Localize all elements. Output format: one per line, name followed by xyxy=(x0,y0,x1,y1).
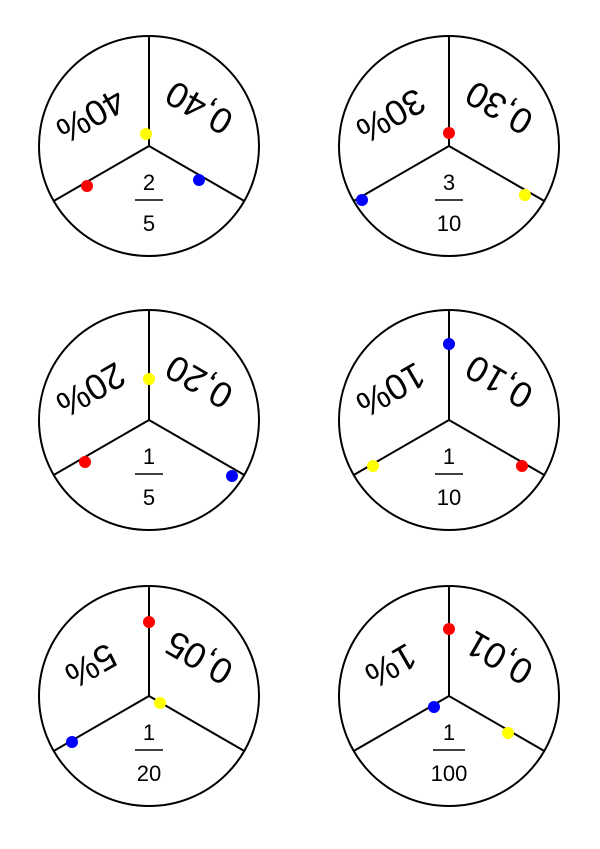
color-dot xyxy=(66,736,78,748)
percent-label: 10% xyxy=(350,354,433,426)
color-dot xyxy=(226,470,238,482)
wheel: 1 20 0,05 5% xyxy=(38,585,260,807)
color-dot xyxy=(193,174,205,186)
divider-line xyxy=(53,419,150,476)
fraction-numerator: 1 xyxy=(143,720,155,745)
fraction-denominator: 20 xyxy=(137,761,161,786)
divider-line xyxy=(353,145,450,202)
color-dot xyxy=(143,373,155,385)
color-dot xyxy=(516,460,528,472)
fraction-denominator: 10 xyxy=(437,485,461,510)
color-dot xyxy=(428,701,440,713)
percent-label: 5% xyxy=(58,635,124,697)
percent-label: 20% xyxy=(50,354,133,426)
color-dot xyxy=(502,727,514,739)
wheel: 1 100 0,01 1% xyxy=(338,585,560,807)
percent-label: 1% xyxy=(358,635,424,697)
divider-line xyxy=(448,695,545,752)
fraction-denominator: 100 xyxy=(431,761,468,786)
color-dot xyxy=(79,456,91,468)
decimal-label: 0,10 xyxy=(458,347,539,418)
fraction-numerator: 1 xyxy=(143,444,155,469)
color-dot xyxy=(443,623,455,635)
fraction-numerator: 3 xyxy=(443,170,455,195)
wheel: 1 10 0,10 10% xyxy=(338,309,560,531)
decimal-label: 0,01 xyxy=(458,623,539,694)
wheel: 3 10 0,30 30% xyxy=(338,35,560,257)
decimal-label: 0,40 xyxy=(158,73,239,144)
color-dot xyxy=(143,616,155,628)
fraction-denominator: 5 xyxy=(143,211,155,236)
divider-line xyxy=(53,145,150,202)
color-dot xyxy=(140,128,152,140)
decimal-label: 0,30 xyxy=(458,73,539,144)
fraction-denominator: 10 xyxy=(437,211,461,236)
color-dot xyxy=(519,189,531,201)
fraction-numerator: 1 xyxy=(443,720,455,745)
decimal-label: 0,05 xyxy=(158,623,239,694)
fraction-numerator: 2 xyxy=(143,170,155,195)
fraction-numerator: 1 xyxy=(443,444,455,469)
divider-line xyxy=(148,419,245,476)
percent-label: 30% xyxy=(350,80,433,152)
color-dot xyxy=(154,697,166,709)
divider-line xyxy=(448,419,545,476)
wheel: 2 5 0,40 40% xyxy=(38,35,260,257)
color-dot xyxy=(356,194,368,206)
divider-line xyxy=(148,145,245,202)
fraction-denominator: 5 xyxy=(143,485,155,510)
decimal-label: 0,20 xyxy=(158,347,239,418)
color-dot xyxy=(367,460,379,472)
percent-label: 40% xyxy=(50,80,133,152)
color-dot xyxy=(443,338,455,350)
wheel: 1 5 0,20 20% xyxy=(38,309,260,531)
color-dot xyxy=(81,180,93,192)
color-dot xyxy=(443,127,455,139)
